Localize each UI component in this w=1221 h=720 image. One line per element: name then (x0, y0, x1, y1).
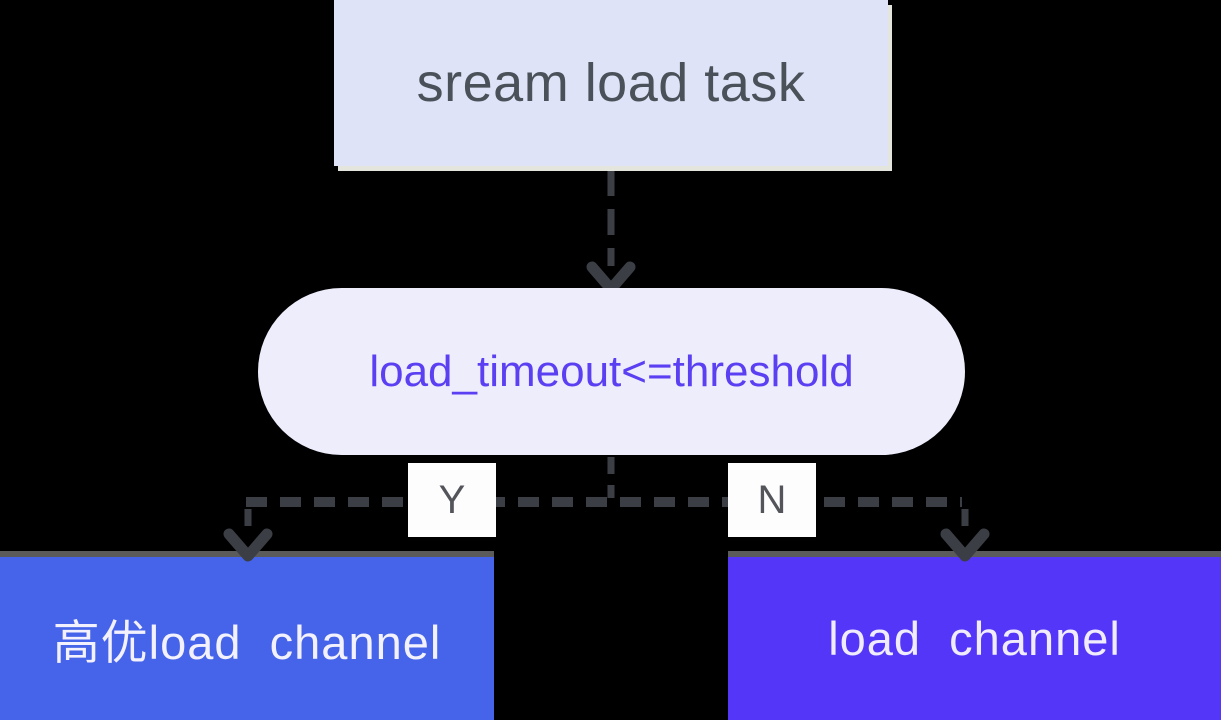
decision-node-label: load_timeout<=threshold (369, 346, 854, 396)
yes-branch-label: Y (408, 463, 496, 537)
no-branch-text: N (757, 477, 787, 522)
yes-branch-text: Y (438, 477, 466, 522)
decision-node: load_timeout<=threshold (258, 288, 965, 455)
load-channel-label: load channel (828, 612, 1121, 665)
no-branch-label: N (728, 463, 816, 537)
start-node: sream load task (334, 0, 888, 166)
start-node-label: sream load task (416, 53, 806, 113)
high-priority-load-channel-label: 高优load channel (52, 616, 442, 669)
arrowhead-down-icon (586, 261, 636, 295)
high-priority-load-channel-node: 高优load channel (0, 551, 494, 720)
load-channel-node: load channel (728, 551, 1221, 720)
